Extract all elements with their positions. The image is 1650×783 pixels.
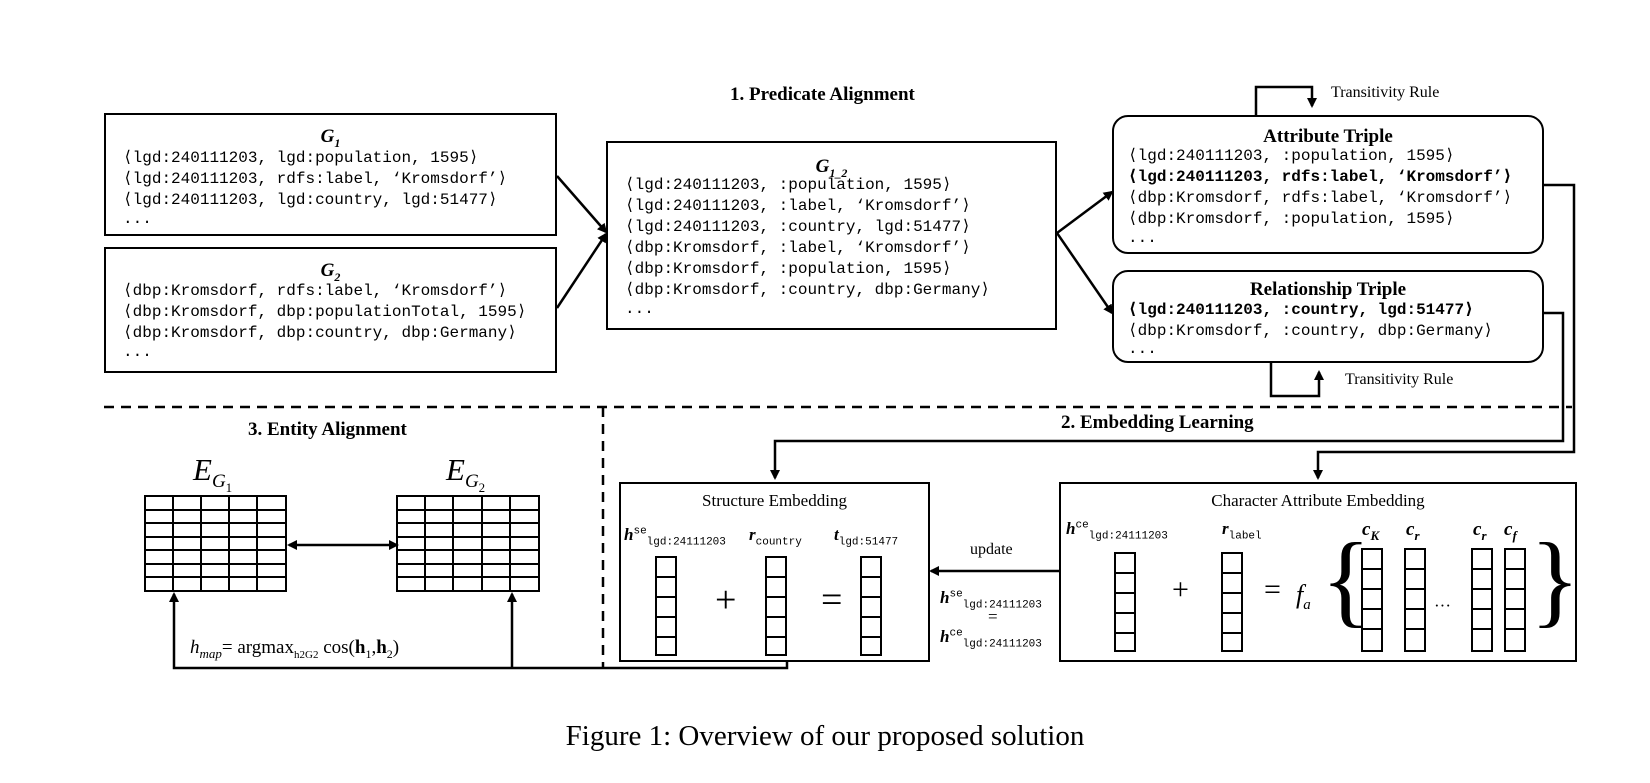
- structure-h-vector: [655, 556, 677, 656]
- g12-line-4: ⟨dbp:Kromsdorf, :label, ‘Kromsdorf’⟩: [625, 239, 971, 257]
- g2-line-4: ...: [123, 343, 152, 361]
- structure-r-label: rcountry: [749, 525, 802, 549]
- g1-line-1: ⟨lgd:240111203, lgd:population, 1595⟩: [123, 149, 479, 167]
- character-dots: ···: [1434, 596, 1451, 615]
- character-r-label: rlabel: [1222, 519, 1262, 543]
- structure-embedding-title: Structure Embedding: [702, 491, 847, 510]
- arrow-structure-to-entity: [169, 592, 789, 670]
- attribute-line-4: ⟨dbp:Kromsdorf, :population, 1595⟩: [1128, 210, 1455, 228]
- relationship-triple-box: Relationship Triple ⟨lgd:240111203, :cou…: [1112, 270, 1544, 363]
- arrow-relationship-to-structure: [770, 311, 1565, 480]
- structure-r-vector: [765, 556, 787, 656]
- char-c-k-vector: [1361, 548, 1383, 652]
- arrow-g12-to-relationship: [1055, 232, 1114, 315]
- e-g1-grid: [144, 495, 287, 592]
- g12-line-3: ⟨lgd:240111203, :country, lgd:51477⟩: [625, 218, 971, 236]
- g1-box: G1 ⟨lgd:240111203, lgd:population, 1595⟩…: [104, 113, 557, 236]
- g2-line-1: ⟨dbp:Kromsdorf, rdfs:label, ‘Kromsdorf’⟩: [123, 282, 508, 300]
- character-equals: =: [1264, 573, 1281, 606]
- g1-line-3: ⟨lgd:240111203, lgd:country, lgd:51477⟩: [123, 191, 498, 209]
- char-c-r-vector-2: [1471, 548, 1493, 652]
- attribute-line-1: ⟨lgd:240111203, :population, 1595⟩: [1128, 147, 1455, 165]
- relationship-line-2: ⟨dbp:Kromsdorf, :country, dbp:Germany⟩: [1128, 322, 1493, 340]
- arrow-attribute-to-character: [1313, 183, 1576, 480]
- g2-line-3: ⟨dbp:Kromsdorf, dbp:country, dbp:Germany…: [123, 324, 517, 342]
- character-attribute-embedding-box: Character Attribute Embedding hcelgd:241…: [1059, 482, 1580, 662]
- update-equals: =: [988, 607, 998, 626]
- figure-caption: Figure 1: Overview of our proposed solut…: [565, 720, 1085, 752]
- char-c-r-label-1: cr: [1406, 519, 1420, 543]
- g1-title: G1: [320, 126, 341, 150]
- e-g1-label: EG1: [193, 452, 233, 495]
- transitivity-loop-bottom: [1269, 363, 1324, 398]
- entity-alignment-title: 3. Entity Alignment: [248, 419, 407, 440]
- character-right-brace: }: [1530, 522, 1580, 637]
- g2-box: G2 ⟨dbp:Kromsdorf, rdfs:label, ‘Kromsdor…: [104, 247, 557, 373]
- char-c-r-label-2: cr: [1473, 519, 1487, 543]
- g12-line-6: ⟨dbp:Kromsdorf, :country, dbp:Germany⟩: [625, 281, 990, 299]
- structure-equals: =: [821, 579, 843, 621]
- relationship-triple-title: Relationship Triple: [1249, 279, 1407, 300]
- e-g2-label: EG2: [446, 452, 486, 495]
- structure-plus: +: [715, 579, 737, 621]
- g2-title: G2: [320, 260, 341, 284]
- e-g2-grid: [396, 495, 540, 592]
- character-h-vector: [1114, 552, 1136, 652]
- g12-line-7: ...: [625, 300, 654, 318]
- arrow-g2-to-g12: [555, 232, 608, 309]
- g12-line-2: ⟨lgd:240111203, :label, ‘Kromsdorf’⟩: [625, 197, 971, 215]
- char-c-f-vector: [1504, 548, 1526, 652]
- structure-h-label: hselgd:24111203: [624, 525, 726, 549]
- character-h-label: hcelgd:24111203: [1066, 519, 1168, 543]
- structure-embedding-box: Structure Embedding hselgd:24111203 rcou…: [619, 482, 930, 662]
- entity-formula: hmap= argmaxh2G2 cos(h1,h2): [190, 637, 400, 661]
- transitivity-rule-label-top: Transitivity Rule: [1331, 84, 1440, 101]
- structure-t-vector: [860, 556, 882, 656]
- update-h-ce: hcelgd:24111203: [940, 627, 1042, 651]
- update-label: update: [970, 541, 1013, 558]
- g1-line-2: ⟨lgd:240111203, rdfs:label, ‘Kromsdorf’⟩: [123, 170, 508, 188]
- char-c-f-label: cf: [1504, 519, 1517, 543]
- predicate-alignment-title: 1. Predicate Alignment: [730, 84, 915, 105]
- relationship-line-1: ⟨lgd:240111203, :country, lgd:51477⟩: [1128, 301, 1474, 319]
- g12-title: G1_2: [815, 156, 848, 180]
- char-c-k-label: cK: [1362, 519, 1380, 543]
- arrow-g1-to-g12: [556, 175, 608, 234]
- transitivity-rule-label-bottom: Transitivity Rule: [1345, 371, 1454, 388]
- embedding-learning-title: 2. Embedding Learning: [1061, 412, 1254, 433]
- g12-line-1: ⟨lgd:240111203, :population, 1595⟩: [625, 176, 952, 194]
- update-h-se: hselgd:24111203: [940, 588, 1042, 612]
- attribute-line-5: ...: [1128, 229, 1157, 247]
- g12-line-5: ⟨dbp:Kromsdorf, :population, 1595⟩: [625, 260, 952, 278]
- g1-line-4: ...: [123, 210, 152, 228]
- arrow-g12-to-attribute: [1056, 190, 1114, 235]
- g2-line-2: ⟨dbp:Kromsdorf, dbp:populationTotal, 159…: [123, 303, 527, 321]
- character-r-vector: [1221, 552, 1243, 652]
- g12-box: G1_2 ⟨lgd:240111203, :population, 1595⟩ …: [606, 141, 1057, 330]
- transitivity-loop-top: [1254, 85, 1317, 115]
- structure-t-label: tlgd:51477: [834, 525, 899, 549]
- char-c-r-vector-1: [1404, 548, 1426, 652]
- attribute-line-3: ⟨dbp:Kromsdorf, rdfs:label, ‘Kromsdorf’⟩: [1128, 189, 1513, 207]
- attribute-triple-box: Attribute Triple ⟨lgd:240111203, :popula…: [1112, 115, 1544, 254]
- attribute-triple-title: Attribute Triple: [1263, 126, 1393, 147]
- relationship-line-3: ...: [1128, 340, 1157, 358]
- character-embedding-title: Character Attribute Embedding: [1211, 491, 1425, 510]
- attribute-line-2: ⟨lgd:240111203, rdfs:label, ‘Kromsdorf’⟩: [1128, 168, 1513, 186]
- character-plus: +: [1172, 573, 1189, 606]
- character-fa: fa: [1296, 580, 1311, 614]
